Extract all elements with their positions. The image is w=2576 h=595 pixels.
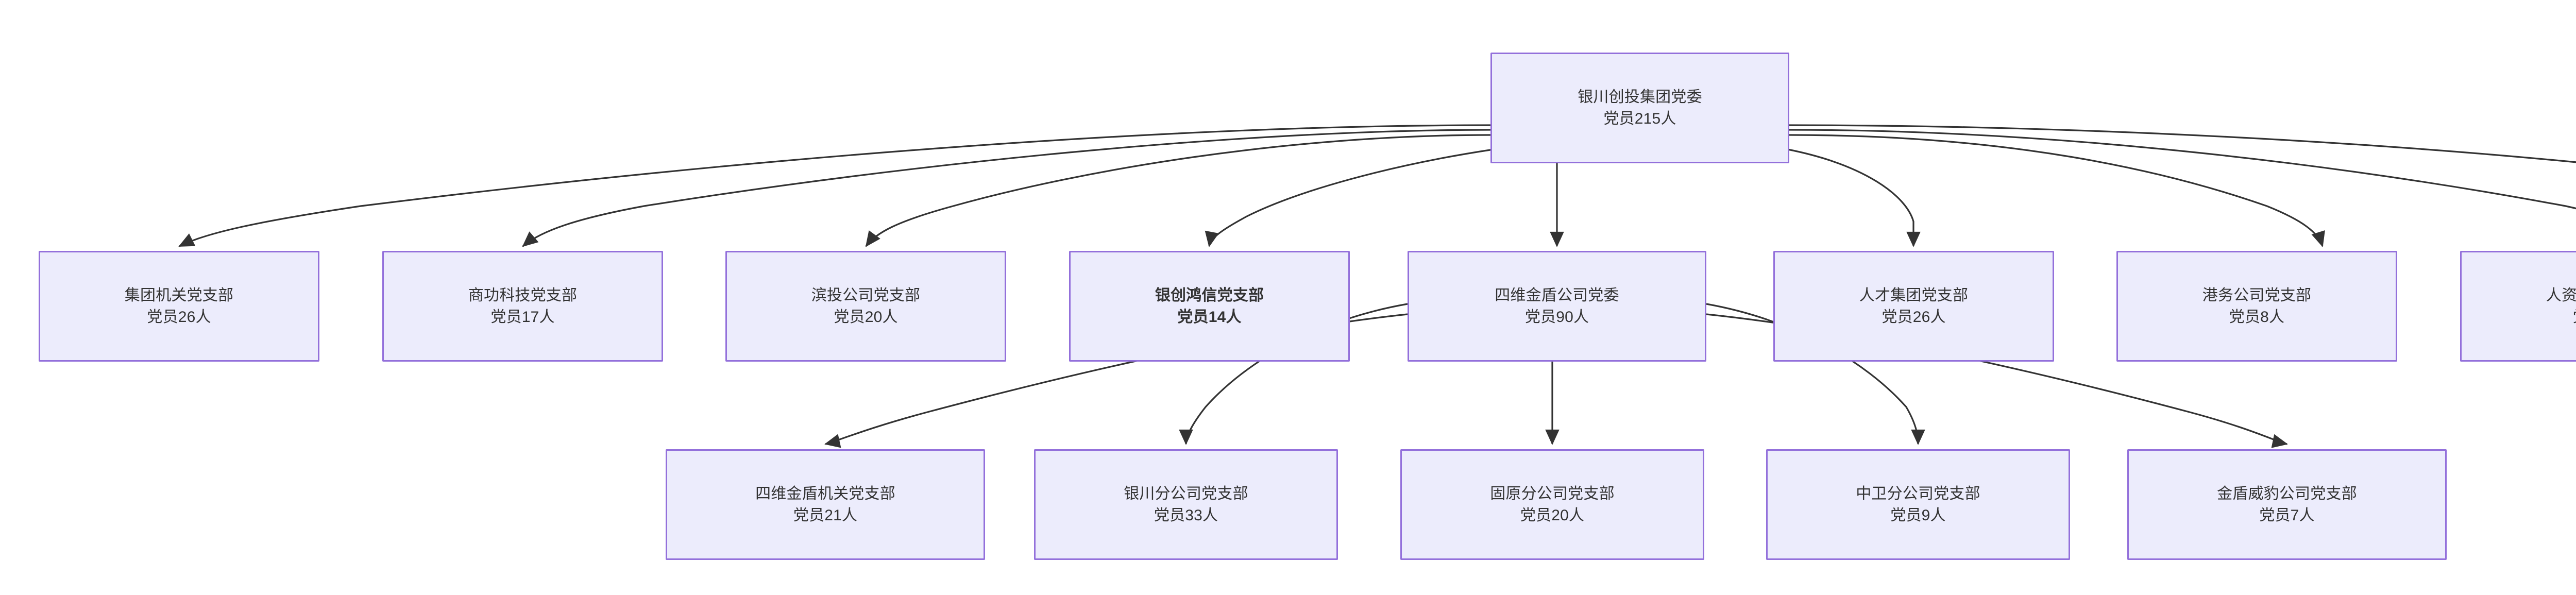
node-title: 人才集团党支部	[1859, 287, 1969, 304]
edge-siwei-jindun-to-yinchuan-fen	[1179, 303, 1408, 445]
node-yinchuang-hongxin[interactable]: 银创鸿信党支部党员14人	[1069, 251, 1350, 362]
node-member-count: 党员26人	[1882, 308, 1946, 326]
edge-root-to-gangwu	[1789, 134, 2325, 247]
node-member-count: 党员20人	[1520, 506, 1585, 524]
node-renzi[interactable]: 人资公司党支部党员5人	[2460, 251, 2576, 362]
node-title: 四维金盾机关党支部	[755, 485, 895, 503]
node-member-count: 党员33人	[1154, 506, 1218, 524]
node-title: 中卫分公司党支部	[1856, 485, 1980, 503]
node-jindun-weibao[interactable]: 金盾威豹公司党支部党员7人	[2127, 449, 2447, 560]
node-member-count: 党员5人	[2573, 307, 2576, 328]
node-jituan-jiguan[interactable]: 集团机关党支部党员26人	[39, 251, 319, 362]
node-title: 四维金盾公司党委	[1495, 287, 1619, 304]
node-yinchuan-fen[interactable]: 银川分公司党支部党员33人	[1034, 449, 1338, 560]
edge-root-to-bintou	[865, 134, 1491, 247]
edge-root-to-jituan-jiguan	[178, 124, 1491, 247]
node-title: 集团机关党支部	[124, 287, 234, 304]
edge-root-to-yinchuang-hongxin	[1205, 148, 1494, 247]
node-title: 银川分公司党支部	[1124, 485, 1248, 503]
node-member-count: 党员90人	[1524, 308, 1589, 326]
node-rencai-jituan[interactable]: 人才集团党支部党员26人	[1773, 251, 2054, 362]
node-title: 金盾威豹公司党支部	[2217, 485, 2357, 503]
node-title: 滨投公司党支部	[811, 287, 921, 304]
node-zhongwei-fen[interactable]: 中卫分公司党支部党员9人	[1766, 449, 2070, 560]
edge-siwei-jindun-to-zhongwei-fen	[1706, 303, 1925, 445]
node-member-count: 党员20人	[834, 308, 898, 326]
edge-root-to-shanggong-keji	[522, 129, 1491, 247]
node-member-count: 党员21人	[793, 506, 858, 524]
node-member-count: 党员17人	[490, 308, 555, 326]
edges-group	[178, 124, 2576, 448]
node-siwei-jindun[interactable]: 四维金盾公司党委党员90人	[1408, 251, 1706, 362]
node-member-count: 党员26人	[147, 308, 211, 326]
node-root[interactable]: 银川创投集团党委党员215人	[1490, 53, 1789, 163]
node-member-count: 党员9人	[1890, 506, 1946, 524]
node-member-count: 党员215人	[1603, 110, 1676, 127]
node-member-count: 党员14人	[1177, 308, 1242, 326]
edge-root-to-renzi	[1789, 129, 2576, 210]
node-gangwu[interactable]: 港务公司党支部党员8人	[2116, 251, 2397, 362]
node-siwei-jiguan[interactable]: 四维金盾机关党支部党员21人	[666, 449, 985, 560]
node-title: 固原分公司党支部	[1490, 485, 1615, 503]
node-guyuan-fen[interactable]: 固原分公司党支部党员20人	[1400, 449, 1704, 560]
node-title: 银川创投集团党委	[1578, 89, 1702, 106]
node-shanggong-keji[interactable]: 商功科技党支部党员17人	[382, 251, 663, 362]
node-title: 人资公司党支部	[2546, 287, 2576, 304]
node-member-count: 党员7人	[2259, 506, 2315, 524]
node-title: 银创鸿信党支部	[1155, 287, 1264, 304]
edge-root-to-landun	[1789, 124, 2576, 163]
node-title: 港务公司党支部	[2202, 287, 2312, 304]
edge-root-to-rencai-jituan	[1787, 148, 1921, 247]
node-title: 商功科技党支部	[468, 287, 578, 304]
node-member-count: 党员8人	[2229, 308, 2285, 326]
node-bintou[interactable]: 滨投公司党支部党员20人	[725, 251, 1006, 362]
